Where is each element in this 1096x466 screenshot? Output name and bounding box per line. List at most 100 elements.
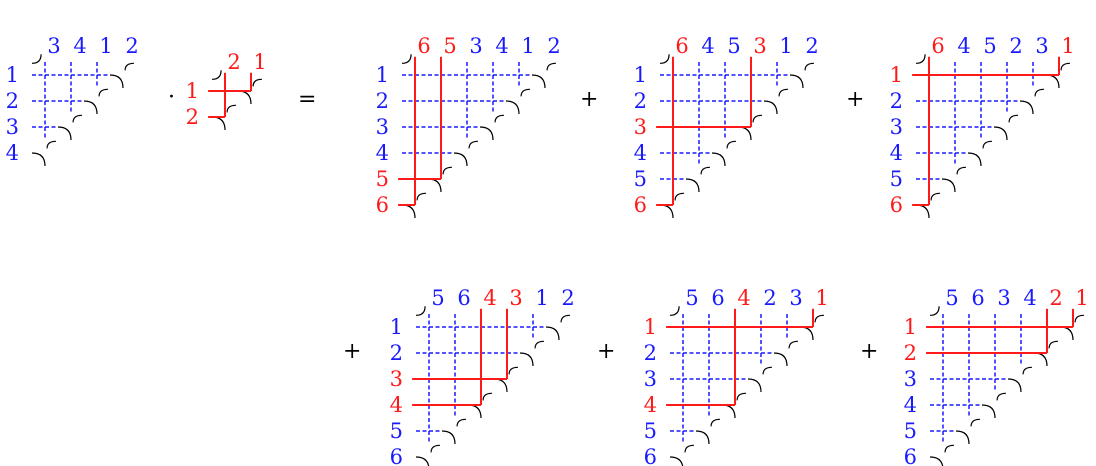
corner-elbow <box>415 306 426 316</box>
elbow-tile <box>545 326 560 341</box>
elbow-tile <box>415 456 430 466</box>
elbow-tile <box>981 404 996 419</box>
left-label: 1 <box>376 63 389 87</box>
elbow-tile <box>763 100 778 115</box>
corner-elbow <box>31 54 42 64</box>
left-label: 3 <box>644 367 657 391</box>
corner-elbow <box>659 54 670 64</box>
top-label: 4 <box>1023 286 1036 310</box>
left-label: 4 <box>890 141 903 165</box>
top-label: 4 <box>73 34 86 58</box>
left-label: 2 <box>390 341 403 365</box>
left-label: 5 <box>904 419 917 443</box>
elbow-tile-arc <box>252 78 262 87</box>
elbow-tile <box>669 456 684 466</box>
top-label: 6 <box>971 286 984 310</box>
left-label: 5 <box>376 167 389 191</box>
elbow-tile <box>467 404 482 419</box>
left-label: 2 <box>186 105 199 129</box>
equals-sign: = <box>298 87 316 112</box>
elbow-tile-arc <box>762 366 772 375</box>
left-label: 1 <box>6 63 19 87</box>
top-label: 5 <box>431 286 444 310</box>
top-label: 4 <box>483 286 496 310</box>
left-label: 3 <box>904 367 917 391</box>
elbow-tile <box>1033 352 1048 367</box>
operator-layer: · = + + + + + <box>168 85 878 364</box>
elbow-tile <box>711 152 726 167</box>
top-label: 2 <box>1009 34 1022 58</box>
left-label: 4 <box>634 141 647 165</box>
left-label: 6 <box>390 445 403 466</box>
plus-sign: + <box>343 339 361 364</box>
left-label: 1 <box>186 79 199 103</box>
multiplication-dot: · <box>168 85 175 110</box>
elbow-tile-arc <box>1008 114 1018 123</box>
elbow-tile-arc <box>124 62 134 71</box>
left-label: 6 <box>376 193 389 217</box>
elbow-tile-arc <box>456 418 466 427</box>
top-label: 3 <box>47 34 60 58</box>
top-label: 1 <box>815 286 828 310</box>
elbow-tile <box>915 204 930 219</box>
elbow-tile-arc <box>700 166 710 175</box>
elbow-tile-arc <box>982 140 992 149</box>
top-label: 1 <box>779 34 792 58</box>
elbow-tile-arc <box>72 114 82 123</box>
corner-elbow <box>669 306 680 316</box>
top-label: 1 <box>99 34 112 58</box>
elbow-tile-arc <box>710 418 720 427</box>
top-label: 4 <box>737 286 750 310</box>
corner-elbow <box>211 70 222 80</box>
elbow-tile-arc <box>442 166 452 175</box>
elbow-tile <box>401 204 416 219</box>
elbow-tile-arc <box>98 88 108 97</box>
top-label: 3 <box>1035 34 1048 58</box>
top-label: 1 <box>253 50 266 74</box>
left-label: 1 <box>634 63 647 87</box>
top-label: 2 <box>805 34 818 58</box>
left-label: 1 <box>644 315 657 339</box>
left-label: 2 <box>644 341 657 365</box>
top-label: 5 <box>983 34 996 58</box>
left-label: 5 <box>890 167 903 191</box>
elbow-tile-arc <box>930 192 940 201</box>
elbow-tile <box>747 378 762 393</box>
elbow-tile <box>1045 74 1060 89</box>
elbow-tile-arc <box>416 192 426 201</box>
top-label: 3 <box>469 34 482 58</box>
elbow-tile-arc <box>534 340 544 349</box>
left-label: 2 <box>890 89 903 113</box>
left-label: 1 <box>904 315 917 339</box>
corner-elbow <box>915 54 926 64</box>
elbow-tile <box>941 178 956 193</box>
elbow-tile-arc <box>804 62 814 71</box>
top-label: 3 <box>753 34 766 58</box>
top-label: 1 <box>535 286 548 310</box>
elbow-tile-arc <box>956 166 966 175</box>
elbow-tile <box>211 116 226 131</box>
top-label: 5 <box>685 286 698 310</box>
top-label: 1 <box>1075 286 1088 310</box>
left-label: 3 <box>890 115 903 139</box>
elbow-tile-arc <box>1048 340 1058 349</box>
elbow-tile <box>799 326 814 341</box>
left-label: 6 <box>904 445 917 466</box>
elbow-tile <box>83 100 98 115</box>
elbow-tile <box>789 74 804 89</box>
elbow-tile <box>993 126 1008 141</box>
left-label: 6 <box>644 445 657 466</box>
elbow-tile <box>659 204 674 219</box>
elbow-tile <box>237 90 252 105</box>
elbow-tile-arc <box>752 114 762 123</box>
elbow-tile-arc <box>46 140 56 149</box>
top-label: 2 <box>227 50 240 74</box>
elbow-tile-arc <box>546 62 556 71</box>
left-label: 2 <box>904 341 917 365</box>
left-label: 2 <box>6 89 19 113</box>
